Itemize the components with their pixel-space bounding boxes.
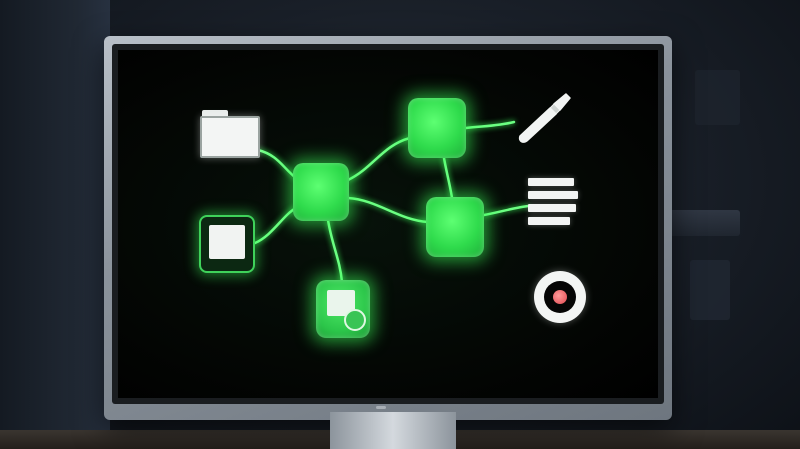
background-wall (0, 0, 110, 449)
top-node[interactable] (408, 98, 466, 158)
monitor-screen (118, 50, 658, 398)
folder-icon[interactable] (200, 110, 260, 158)
right-node[interactable] (426, 197, 484, 257)
monitor-stand (330, 412, 456, 449)
connector-top-right (442, 156, 454, 200)
record-icon[interactable] (534, 271, 586, 323)
monitor-logo (376, 406, 386, 409)
document-node[interactable] (199, 215, 255, 273)
list-icon[interactable] (528, 178, 578, 226)
image-node[interactable] (316, 280, 370, 338)
connector-hub-right (346, 196, 430, 224)
ring-icon (344, 309, 366, 331)
connector-top-brush (464, 120, 516, 130)
connector-document-hub (253, 206, 298, 245)
background-wall-box (690, 260, 730, 320)
connector-hub-top (346, 136, 412, 182)
hub-node[interactable] (293, 163, 349, 221)
background-wall-object (695, 70, 740, 125)
connector-folder-hub (256, 148, 298, 180)
node-connectors (253, 120, 530, 284)
connector-hub-bottom (326, 218, 344, 284)
document-icon (209, 225, 245, 259)
connector-right-list (482, 204, 530, 217)
paintbrush-icon[interactable] (514, 90, 574, 146)
